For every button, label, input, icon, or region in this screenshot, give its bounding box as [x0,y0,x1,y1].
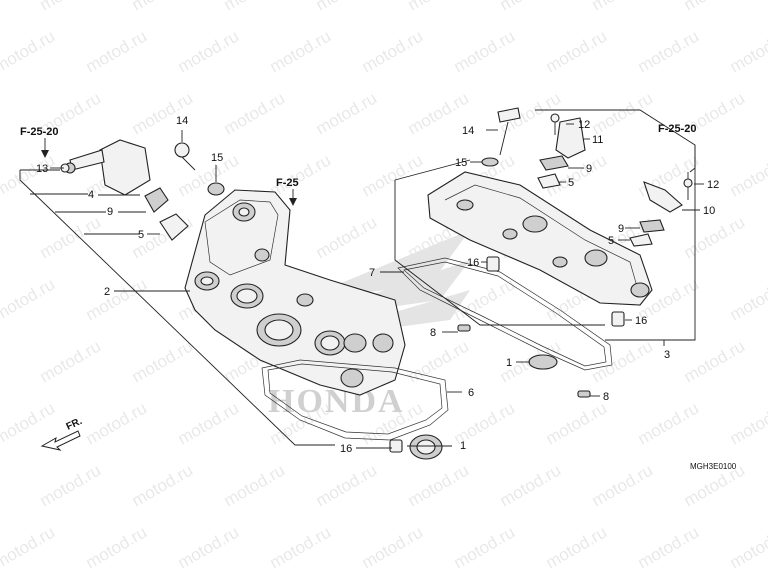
front-marker: FR. [40,416,84,451]
callout-8-right: 8 [603,391,609,403]
left-gasket [261,359,449,441]
callout-14-right: 14 [462,125,474,137]
leader-lines [19,109,704,449]
callout-15-right: 15 [455,157,467,169]
reference-f-25-20-right: F-25-20 [658,123,697,135]
callout-12-top: 12 [578,119,590,131]
callout-16-middle: 16 [467,257,479,269]
reference-f-25: F-25 [276,177,299,189]
diagram-code: MGH3E0100 [690,462,737,471]
callout-16-right: 16 [635,315,647,327]
callout-8-left: 8 [430,327,436,339]
left-head-cover [184,189,406,396]
callout-14-left: 14 [176,115,188,127]
callout-15-left: 15 [211,152,223,164]
callout-5-left: 5 [138,229,144,241]
small-parts [60,107,693,460]
callout-13: 13 [36,163,48,175]
callout-9-middle: 9 [586,163,592,175]
reference-f-25-20-left: F-25-20 [20,126,59,138]
front-marker-text: FR. [65,416,84,433]
callouts: 13 4 9 5 2 14 15 16 1 6 7 8 1 8 16 16 3 … [36,115,719,455]
reference-labels: F-25-20 F-25 F-25-20 [20,123,697,206]
callout-4: 4 [88,189,94,201]
callout-3: 3 [664,349,670,361]
callout-10: 10 [703,205,715,217]
callout-12-right: 12 [707,179,719,191]
callout-5-right: 5 [608,235,614,247]
callout-5-middle: 5 [568,177,574,189]
callout-9-right: 9 [618,223,624,235]
callout-2: 2 [104,286,110,298]
callout-11: 11 [592,134,603,146]
callout-1-right: 1 [506,357,512,369]
right-head-cover [427,171,653,306]
callout-1-left: 1 [460,440,466,452]
callout-9-left: 9 [107,206,113,218]
callout-6: 6 [468,387,474,399]
callout-7: 7 [369,267,375,279]
callout-16-left: 16 [340,443,352,455]
